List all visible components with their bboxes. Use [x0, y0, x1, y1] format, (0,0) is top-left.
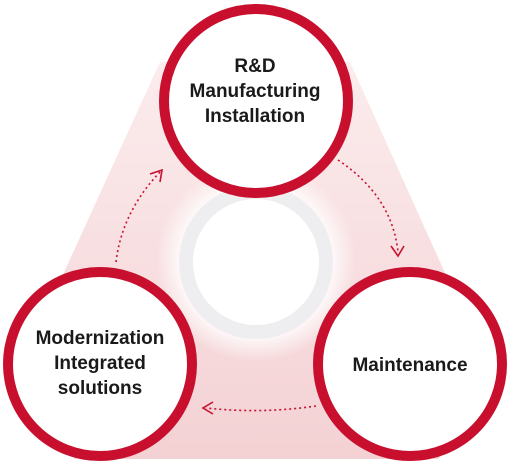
arrowhead-left-to-top	[149, 168, 164, 183]
node-left-line-3: solutions	[57, 377, 143, 399]
arrow-top-to-right	[337, 159, 399, 253]
node-top-line-2: Manufacturing	[189, 80, 321, 102]
node-top-line-3: Installation	[204, 105, 306, 127]
node-circle-right	[313, 267, 507, 461]
node-label-top: R&D Manufacturing Installation	[160, 36, 350, 146]
node-right-line-1: Maintenance	[352, 354, 468, 376]
node-left-line-2: Integrated	[54, 352, 146, 374]
arrowhead-top-to-right	[390, 245, 405, 258]
arrow-right-to-left	[205, 405, 317, 412]
node-top-line-1: R&D	[234, 55, 276, 77]
node-circle-left	[3, 267, 197, 461]
arrow-left-to-top	[115, 171, 161, 263]
node-label-left: Modernization Integrated solutions	[2, 308, 198, 418]
node-label-right: Maintenance	[312, 310, 508, 420]
arrowhead-right-to-left	[201, 401, 214, 415]
node-left-line-1: Modernization	[35, 327, 165, 349]
node-circle-top	[159, 4, 353, 198]
